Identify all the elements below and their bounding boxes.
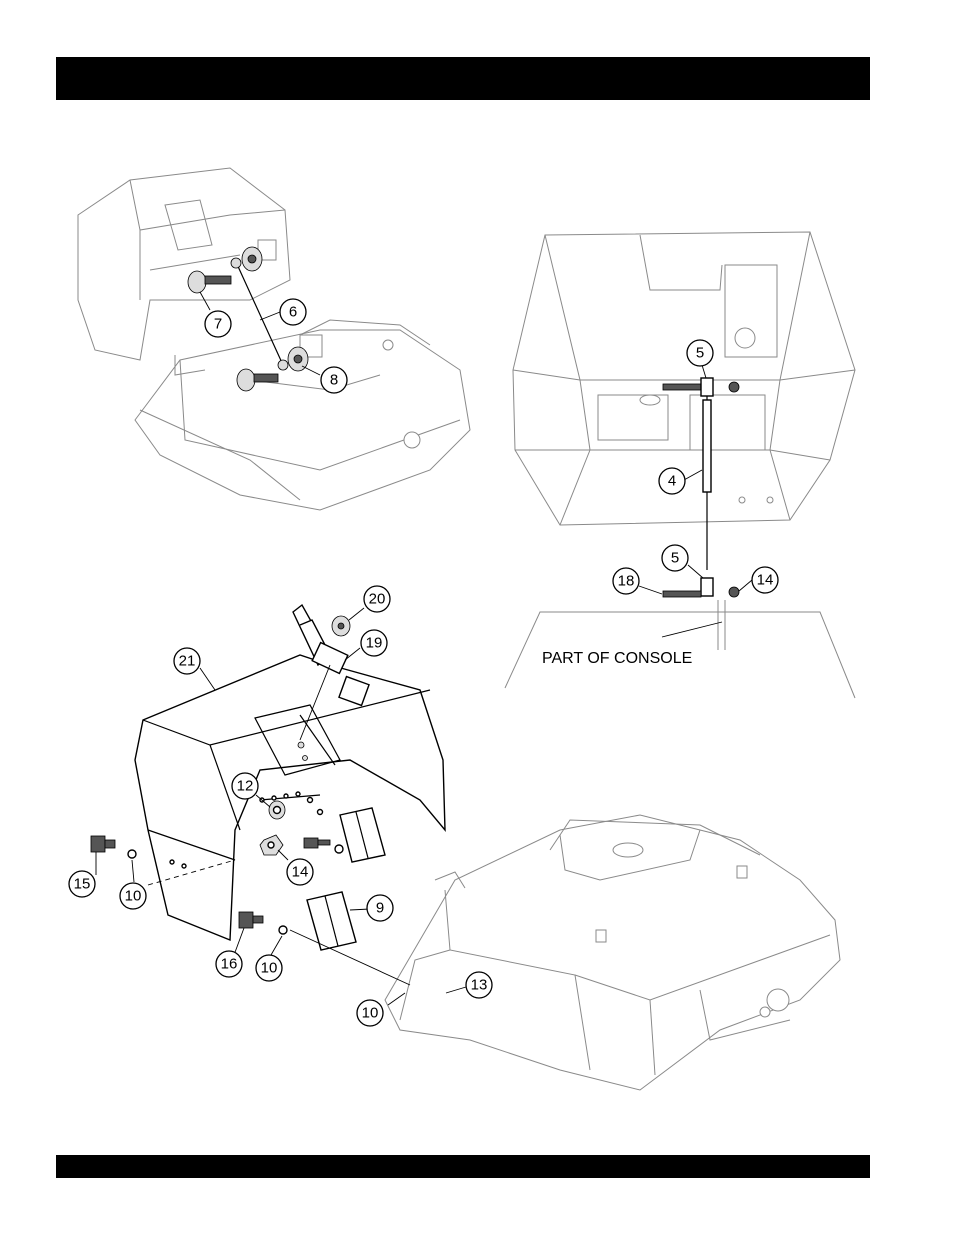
callout-4: 4 (659, 468, 685, 494)
hinges (307, 808, 385, 950)
svg-text:10: 10 (362, 1005, 379, 1022)
console-fragment (505, 600, 855, 698)
svg-text:10: 10 (261, 960, 278, 977)
callout-19: 19 (361, 630, 387, 656)
svg-text:13: 13 (471, 977, 488, 994)
upper-left-assembly (78, 168, 470, 510)
svg-text:20: 20 (369, 591, 386, 608)
svg-text:12: 12 (237, 778, 254, 795)
callout-15: 15 (69, 871, 95, 897)
svg-text:9: 9 (376, 900, 384, 917)
svg-text:6: 6 (289, 304, 297, 321)
svg-text:8: 8 (330, 372, 338, 389)
callout-14-cover: 14 (287, 859, 313, 885)
svg-text:16: 16 (221, 956, 238, 973)
svg-text:19: 19 (366, 635, 383, 652)
callout-5-upper: 5 (687, 340, 713, 366)
svg-text:5: 5 (696, 345, 704, 362)
svg-text:4: 4 (668, 473, 676, 490)
svg-text:5: 5 (671, 550, 679, 567)
callout-16: 16 (216, 951, 242, 977)
svg-text:18: 18 (618, 573, 635, 590)
callout-9: 9 (367, 895, 393, 921)
svg-text:14: 14 (292, 864, 309, 881)
callout-13: 13 (466, 972, 492, 998)
svg-text:10: 10 (125, 888, 142, 905)
callout-7: 7 (205, 311, 231, 337)
console-cover (135, 655, 445, 940)
svg-text:21: 21 (179, 653, 196, 670)
callout-5-lower: 5 (662, 545, 688, 571)
part-of-console-label: PART OF CONSOLE (542, 650, 692, 667)
svg-text:14: 14 (757, 572, 774, 589)
callout-10-middle: 10 (256, 955, 282, 981)
callout-18: 18 (613, 568, 639, 594)
callout-14-console: 14 (752, 567, 778, 593)
callout-8: 8 (321, 367, 347, 393)
lower-frame (385, 815, 840, 1090)
callout-6: 6 (280, 299, 306, 325)
callout-21: 21 (174, 648, 200, 674)
callout-10-right: 10 (357, 1000, 383, 1026)
callout-20: 20 (364, 586, 390, 612)
svg-text:15: 15 (74, 876, 91, 893)
callout-12: 12 (232, 773, 258, 799)
svg-text:7: 7 (214, 316, 222, 333)
callout-10-left: 10 (120, 883, 146, 909)
